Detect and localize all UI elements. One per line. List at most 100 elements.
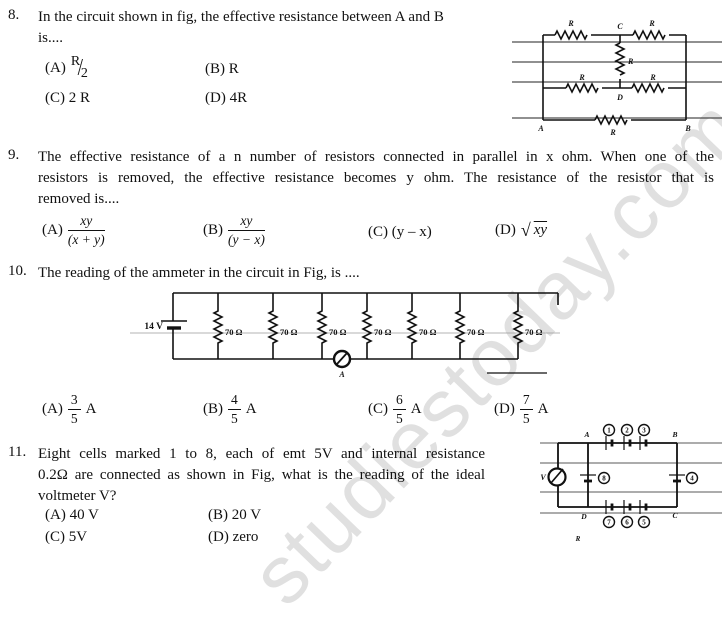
battery-cell-8	[580, 474, 596, 483]
resistor-value-label: 70 Ω	[225, 327, 243, 337]
q8-number: 8.	[8, 7, 20, 23]
ammeter-icon	[332, 349, 352, 369]
cell-number: 1	[607, 427, 611, 435]
cell-number: 3	[642, 427, 646, 435]
q10-option-c: (C) 6 5 A	[368, 393, 422, 425]
fraction-denominator: 2	[80, 66, 88, 81]
fraction-numerator: 4	[228, 393, 241, 410]
resistor-value-label: 70 Ω	[419, 327, 437, 337]
node-label-d: D	[580, 512, 587, 521]
fraction-denominator: 5	[70, 410, 78, 426]
resistor-label: R	[648, 19, 655, 28]
resistor-value-label: 70 Ω	[525, 327, 543, 337]
cell-number: 7	[607, 519, 611, 527]
q10-option-c-label: (C)	[368, 400, 388, 417]
node-label-a: A	[537, 124, 544, 133]
node-label-a: A	[583, 430, 589, 439]
q10-option-d: (D) 7 5 A	[494, 393, 548, 425]
resistor-zigzag	[594, 114, 628, 126]
voltmeter-label: V	[540, 473, 546, 482]
radical-sign: √	[520, 219, 531, 240]
node-label-b: B	[684, 124, 691, 133]
cell-number-circle	[597, 471, 611, 485]
q11-number: 11.	[8, 444, 27, 460]
resistor-zigzag	[316, 293, 328, 359]
radical-argument: xy	[533, 221, 548, 238]
node-label-d: D	[616, 93, 623, 102]
battery-voltage-label: 14 V	[144, 322, 163, 332]
q10-option-b-label: (B)	[203, 400, 223, 417]
resistor-value-label: 70 Ω	[374, 327, 392, 337]
q9-number: 9.	[8, 147, 20, 163]
resistor-zigzag	[212, 293, 224, 359]
unit-label: A	[410, 400, 422, 417]
fraction-denominator: (x + y)	[67, 231, 105, 247]
fraction-numerator: 3	[67, 393, 81, 410]
q9-option-a-fraction: xy (x + y)	[67, 214, 105, 247]
q8-text-line2: is....	[38, 30, 64, 46]
unit-label: A	[85, 400, 97, 417]
circuit-wires	[161, 292, 559, 360]
cell-number: 4	[690, 475, 694, 483]
q10-option-d-label: (D)	[494, 400, 515, 417]
q11-option-c: (C) 5V	[45, 529, 88, 545]
fraction-denominator: 5	[522, 410, 530, 426]
q9-option-b-label: (B)	[203, 221, 223, 238]
unit-label: A	[537, 400, 549, 417]
q10-option-a: (A) 3 5 A	[42, 393, 96, 425]
q8-option-b: (B) R	[205, 61, 239, 77]
cell-number-circles-bottom	[602, 515, 651, 529]
resistor-label: R	[609, 128, 616, 137]
node-label-c: C	[617, 22, 623, 31]
q10-option-d-fraction: 7 5	[519, 393, 533, 426]
resistor-zigzag	[406, 293, 418, 359]
battery-cells-bottom	[605, 500, 648, 514]
q9-option-a-label: (A)	[42, 221, 63, 238]
q9-option-a: (A) xy (x + y)	[42, 214, 105, 246]
q10-option-b-fraction: 4 5	[228, 393, 241, 425]
q10-option-b: (B) 4 5 A	[203, 393, 257, 425]
q9-text-line3: removed is....	[38, 191, 120, 207]
q10-number: 10.	[8, 263, 27, 279]
resistor-value-label: 70 Ω	[329, 327, 347, 337]
cell-number-circle	[685, 471, 699, 485]
resistor-label: R	[567, 19, 574, 28]
resistor-zigzag	[565, 82, 599, 94]
resistor-value-label: 70 Ω	[280, 327, 298, 337]
fraction-denominator: (y − x)	[228, 231, 265, 247]
fraction-slash: /	[77, 54, 84, 81]
q8-text-line1: In the circuit shown in fig, the effecti…	[38, 9, 444, 25]
q10-text-line1: The reading of the ammeter in the circui…	[38, 265, 360, 281]
resistor-zigzag	[361, 293, 373, 359]
q9-text-line2: resistors is removed, the effective resi…	[38, 170, 714, 186]
cell-number: 2	[625, 427, 629, 435]
q11-option-d: (D) zero	[208, 529, 259, 545]
q11-text-line2: 0.2Ω are connected as shown in Fig, what…	[38, 467, 485, 483]
q9-option-b-fraction: xy (y − x)	[228, 214, 265, 246]
q8-option-a: (A) R / 2	[45, 54, 88, 82]
q10-option-c-fraction: 6 5	[393, 393, 406, 425]
circuit-wires	[557, 442, 678, 508]
q9-option-d-label: (D)	[495, 221, 516, 238]
voltmeter-icon	[547, 467, 567, 487]
node-label-b: B	[671, 430, 677, 439]
circuit-wires	[542, 29, 687, 126]
q8-option-a-label: (A)	[45, 59, 66, 76]
q9-option-d: (D) √ xy	[495, 218, 547, 242]
cell-number-circles-top	[602, 423, 651, 437]
resistor-label: R	[649, 73, 656, 82]
q11-text-line1: Eight cells marked 1 to 8, each of emt 5…	[38, 446, 485, 462]
battery-cell-4	[669, 474, 685, 483]
resistor-value-label: 70 Ω	[467, 327, 485, 337]
cell-number: 6	[625, 519, 629, 527]
resistor-zigzag	[512, 293, 524, 359]
q11-text-line3: voltmeter V?	[38, 488, 117, 504]
fraction-numerator: R	[70, 54, 81, 69]
q10-circuit-figure: 14 V 70 Ω 70 Ω 70 Ω 70 Ω 70 Ω 70 Ω 70 Ω …	[130, 292, 560, 379]
fraction-denominator: 5	[396, 410, 403, 426]
resistor-label: R	[575, 535, 581, 543]
q8-option-d: (D) 4R	[205, 90, 248, 106]
wire-top	[173, 292, 559, 305]
fraction-denominator: 5	[231, 410, 238, 426]
fraction-numerator: 7	[519, 393, 533, 410]
